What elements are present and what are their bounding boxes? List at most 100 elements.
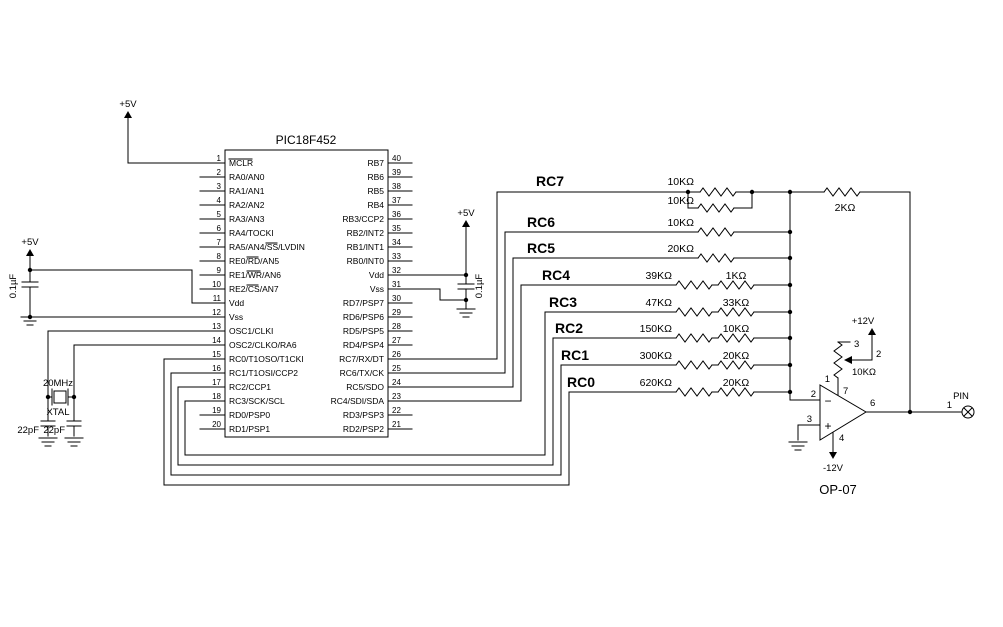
connector-x-icon	[963, 407, 973, 417]
pin-number: 9	[217, 266, 222, 275]
ground-icon	[788, 441, 808, 451]
power-symbols: +5V +5V +5V +12V -12V 0.1µF 0.1µF	[8, 99, 876, 474]
resistor-symbol	[675, 360, 713, 370]
pin-number: 21	[392, 420, 401, 429]
port-label-rc7: RC7	[536, 173, 564, 189]
pin-number: 33	[392, 252, 401, 261]
pin-number: 32	[392, 266, 401, 275]
output-connector: PIN 1	[947, 391, 975, 419]
pin-number: 20	[212, 420, 221, 429]
pin-label: RB0/INT0	[347, 256, 385, 266]
pin-label: RB5	[367, 186, 384, 196]
pin-label: RB6	[367, 172, 384, 182]
left-pin-numbers: 1 2 3 4 5 6 7 8 9 10 11 12 13 14 15 16 1…	[212, 154, 221, 429]
feedback-resistor-symbol	[823, 187, 861, 197]
right-pin-labels: RB7 RB6 RB5 RB4 RB3/CCP2 RB2/INT2 RB1/IN…	[331, 158, 385, 434]
pin-number: 34	[392, 238, 401, 247]
ground-icon	[64, 437, 84, 447]
pin-label: RD1/PSP1	[229, 424, 270, 434]
ground-icon	[38, 437, 58, 447]
resistor-value: 20KΩ	[723, 350, 750, 362]
pin-label: Vss	[370, 284, 384, 294]
pin-number: 4	[217, 196, 222, 205]
pin-number: 5	[217, 210, 222, 219]
pin-number: 19	[212, 406, 221, 415]
resistor-symbol	[697, 253, 735, 263]
pin-number: 23	[392, 392, 401, 401]
noninverting-input-sign: +	[824, 419, 831, 433]
pin-number: 17	[212, 378, 221, 387]
resistor-value: 20KΩ	[723, 377, 750, 389]
pin-label: RC7/RX/DT	[339, 354, 384, 364]
pin-number: 29	[392, 308, 401, 317]
vcc-left-label: +5V	[21, 237, 39, 248]
pin-label: OSC2/CLKO/RA6	[229, 340, 297, 350]
vcc-right-label: +5V	[457, 208, 475, 219]
resistor-value: 620KΩ	[640, 377, 673, 389]
pin-label: RC3/SCK/SCL	[229, 396, 285, 406]
port-label-rc1: RC1	[561, 347, 589, 363]
left-pin-labels: MCLR RA0/AN0 RA1/AN1 RA2/AN2 RA3/AN3 RA4…	[229, 158, 305, 434]
pin-number: 26	[392, 350, 401, 359]
pin-label: MCLR	[229, 158, 253, 168]
resistor-value: 1KΩ	[726, 270, 747, 282]
active-low-overlines	[228, 158, 278, 286]
inverting-input-sign: −	[824, 394, 831, 408]
port-label-rc6: RC6	[527, 214, 555, 230]
pin-number: 6	[217, 224, 222, 233]
port-label-rc3: RC3	[549, 294, 577, 310]
pin-number: 16	[212, 364, 221, 373]
resistor-symbol	[717, 360, 755, 370]
pin-number: 25	[392, 364, 401, 373]
port-label-rc0: RC0	[567, 374, 595, 390]
pin-number: 15	[212, 350, 221, 359]
pot-value: 10KΩ	[852, 367, 876, 378]
resistor-symbol	[697, 227, 735, 237]
resistor-value: 33KΩ	[723, 297, 750, 309]
vcc-arrow-icon	[462, 220, 470, 227]
junction-dots	[27, 189, 913, 415]
opamp-op07: − + 2 3 6 7 4 OP-07 3 2 1 10KΩ PIN 1	[807, 339, 975, 497]
pin-label: RB4	[367, 200, 384, 210]
vcc-arrow-icon	[124, 111, 132, 118]
pin-label: RC0/T1OSO/T1CKI	[229, 354, 304, 364]
crystal-label: XTAL	[46, 407, 69, 418]
pin-label: RC4/SDI/SDA	[331, 396, 385, 406]
vcc-top-label: +5V	[119, 99, 137, 110]
pin-number: 11	[213, 294, 222, 303]
pin-number: 8	[217, 252, 222, 261]
resistor-value: 150KΩ	[640, 323, 673, 335]
pin-label: Vdd	[229, 298, 244, 308]
pin-number: 27	[392, 336, 401, 345]
vminus-arrow-icon	[829, 452, 837, 459]
resistor-symbol	[717, 387, 755, 397]
pot-pin-top: 3	[854, 339, 859, 350]
resistor-value: 10KΩ	[667, 195, 694, 207]
chip-title: PIC18F452	[276, 133, 337, 147]
pin-label: Vdd	[369, 270, 384, 280]
resistor-symbol	[675, 333, 713, 343]
pin-label: RB3/CCP2	[342, 214, 384, 224]
pin-label: RB7	[367, 158, 384, 168]
pin-label: RC6/TX/CK	[340, 368, 385, 378]
opamp-triangle	[819, 384, 867, 441]
pin-number: 36	[392, 210, 401, 219]
pin-number: 35	[392, 224, 401, 233]
pin-number: 10	[212, 280, 221, 289]
pin-number: 12	[212, 308, 221, 317]
resistor-symbol	[699, 187, 737, 197]
pin-label: RA4/TOCKI	[229, 228, 274, 238]
pin-number: 18	[212, 392, 221, 401]
pin-label: RE1/WR/AN6	[229, 270, 281, 280]
ground-icon	[456, 308, 476, 318]
pin-label: RC5/SDO	[346, 382, 384, 392]
opamp-pin-inv: 2	[811, 389, 816, 400]
opamp-pin-vminus: 4	[839, 433, 844, 444]
pin-label: RB1/INT1	[347, 242, 385, 252]
opamp-pin-out: 6	[870, 398, 875, 409]
crystal-frequency: 20MHz	[43, 378, 73, 389]
pin-number: 13	[212, 322, 221, 331]
pin-label: RC2/CCP1	[229, 382, 271, 392]
pin-number: 38	[392, 182, 401, 191]
